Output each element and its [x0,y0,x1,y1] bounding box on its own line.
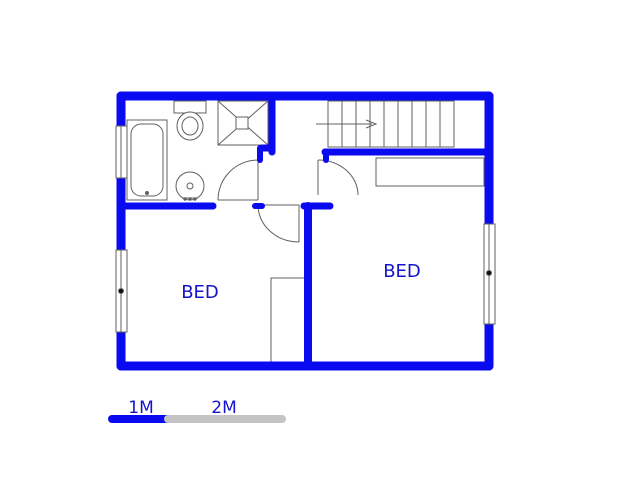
walls [116,91,494,371]
door-bathroom [217,159,259,201]
windows [115,125,496,333]
toilet [173,100,207,141]
scale-mark-1m: 1M [128,398,153,418]
shower [217,100,269,146]
room-label-bed-right: BED [383,261,421,282]
basin [175,171,205,201]
scale-bar: 1M 2M [108,398,286,423]
window-left-bedroom [115,249,128,333]
cupboard-left [270,277,306,363]
cupboard-right [375,157,485,187]
scale-mark-2m: 2M [211,398,236,418]
staircase [316,100,455,148]
fixtures [126,100,485,363]
room-label-bed-left: BED [181,282,219,303]
door-left-bedroom [257,204,300,243]
window-right-bedroom [483,223,496,325]
bathtub [126,119,168,201]
window-bathroom [115,125,128,179]
door-right-bedroom [317,159,359,196]
